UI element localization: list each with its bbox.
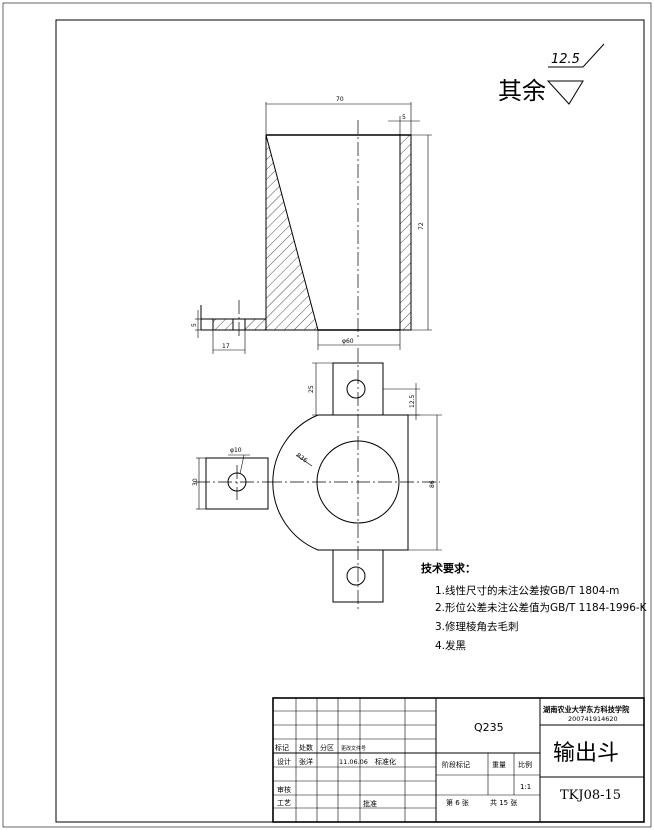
ratio-label: 比例: [518, 760, 532, 769]
sheet-number: 第 6 张: [446, 798, 469, 807]
scale-value: 1:1: [520, 783, 531, 791]
header-mark: 标记: [275, 743, 289, 752]
roughness-value: 12.5: [551, 52, 580, 67]
designer-name: 张洋: [299, 757, 313, 766]
dim-height: 72: [418, 222, 425, 230]
dim-wall: 5: [402, 114, 406, 121]
weight-label: 重量: [492, 761, 506, 769]
approve-label: 批准: [363, 799, 377, 808]
dim-small-hole: φ10: [230, 447, 242, 454]
dim-tab-width: 25: [308, 385, 315, 393]
part-name: 输出斗: [553, 741, 619, 766]
tech-item: 4.发黑: [435, 639, 466, 652]
dim-flange-length: 17: [222, 343, 230, 350]
school-name: 湖南农业大学东方科技学院: [543, 705, 630, 714]
student-id: 200741914620: [568, 715, 618, 723]
dim-top-width: 70: [336, 96, 344, 103]
design-label: 设计: [277, 757, 291, 766]
dim-flange-thickness: 5: [191, 323, 198, 327]
inner-border: [55, 19, 645, 823]
front-section-view: 70 5 72 φ60 5 17: [191, 96, 432, 354]
roughness-symbol: 其余 12.5: [498, 43, 605, 105]
title-block: Q235 湖南农业大学东方科技学院 200741914620 输出斗 TKJ08…: [272, 697, 645, 823]
dim-bottom-diameter: φ60: [342, 338, 354, 345]
header-count: 处数: [299, 743, 313, 752]
tech-item: 1.线性尺寸的未注公差按GB/T 1804-m: [435, 584, 619, 597]
process-label: 工艺: [277, 799, 291, 807]
design-date: 11.06.06: [339, 758, 368, 766]
review-label: 审核: [277, 785, 291, 794]
tech-requirements: 技术要求： 1.线性尺寸的未注公差按GB/T 1804-m 2.形位公差未注公差…: [421, 561, 648, 652]
stage-mark-label: 阶段标记: [442, 760, 470, 769]
header-zone: 分区: [320, 743, 334, 752]
material: Q235: [474, 721, 504, 734]
drawing-number: TKJ08-15: [560, 788, 621, 803]
dim-tab-offset: 12.5: [409, 394, 416, 408]
top-view: 25 12.5 86 30 φ10 R36: [192, 348, 442, 612]
header-change-doc: 更改文件号: [341, 745, 366, 752]
dim-body-height: 86: [429, 480, 436, 488]
tech-item: 2.形位公差未注公差值为GB/T 1184-1996-K: [435, 601, 648, 614]
tech-title: 技术要求：: [421, 561, 476, 575]
standardization-label: 标准化: [375, 757, 396, 766]
roughness-label: 其余: [498, 77, 546, 105]
sheet-total: 共 15 张: [490, 798, 517, 807]
dim-side-width: 30: [192, 478, 199, 486]
tech-item: 3.修理棱角去毛刺: [435, 620, 519, 633]
